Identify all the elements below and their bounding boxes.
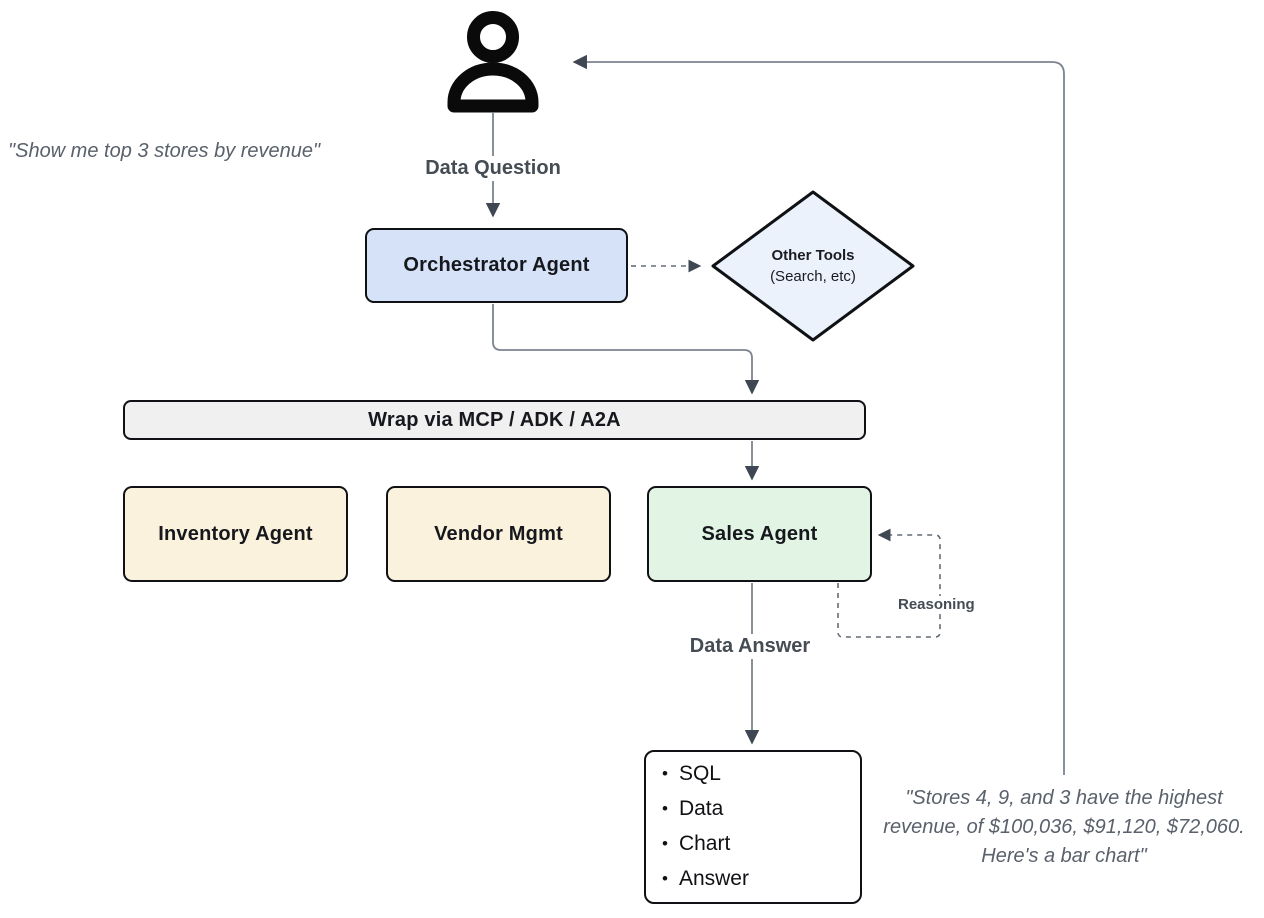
sales-agent-label: Sales Agent [701, 522, 818, 545]
other-tools-title: Other Tools [771, 247, 855, 264]
output-node: SQLDataChartAnswer [644, 750, 862, 904]
sales-agent-node: Sales Agent [647, 486, 872, 582]
output-list-item: Data [662, 792, 749, 827]
assistant-quote: "Stores 4, 9, and 3 have the highest rev… [883, 784, 1244, 871]
data-question-label: Data Question [418, 156, 568, 181]
output-list-item: Chart [662, 827, 749, 862]
vendor-mgmt-label: Vendor Mgmt [434, 522, 563, 545]
vendor-mgmt-node: Vendor Mgmt [386, 486, 611, 582]
other-tools-subtitle: (Search, etc) [770, 268, 856, 285]
output-list-item: Answer [662, 862, 749, 897]
output-list-item: SQL [662, 757, 749, 792]
assistant-quote-line: revenue, of $100,036, $91,120, $72,060. [883, 816, 1245, 838]
user-quote: "Show me top 3 stores by revenue" [8, 140, 321, 162]
other-tools-diamond [711, 190, 915, 342]
inventory-agent-label: Inventory Agent [158, 522, 313, 545]
other-tools-text: Other Tools (Search, etc) [703, 183, 923, 349]
orchestrator-agent-node: Orchestrator Agent [365, 228, 628, 303]
wrap-bar-label: Wrap via MCP / ADK / A2A [368, 408, 621, 431]
reasoning-loop-arrow [837, 528, 941, 638]
reasoning-label: Reasoning [895, 596, 978, 613]
assistant-quote-line: "Stores 4, 9, and 3 have the highest [905, 787, 1223, 809]
orchestrator-agent-label: Orchestrator Agent [403, 254, 590, 276]
assistant-quote-line: Here's a bar chart" [981, 845, 1147, 867]
inventory-agent-node: Inventory Agent [123, 486, 348, 582]
output-list: SQLDataChartAnswer [646, 757, 749, 897]
wrap-mcp-adk-a2a-bar: Wrap via MCP / ADK / A2A [123, 400, 866, 440]
arrow-answer-to-user [572, 54, 1065, 775]
arrow-orchestrator-to-wrap-bar [492, 304, 760, 395]
data-answer-label: Data Answer [682, 634, 818, 659]
user-person-icon [447, 11, 539, 113]
